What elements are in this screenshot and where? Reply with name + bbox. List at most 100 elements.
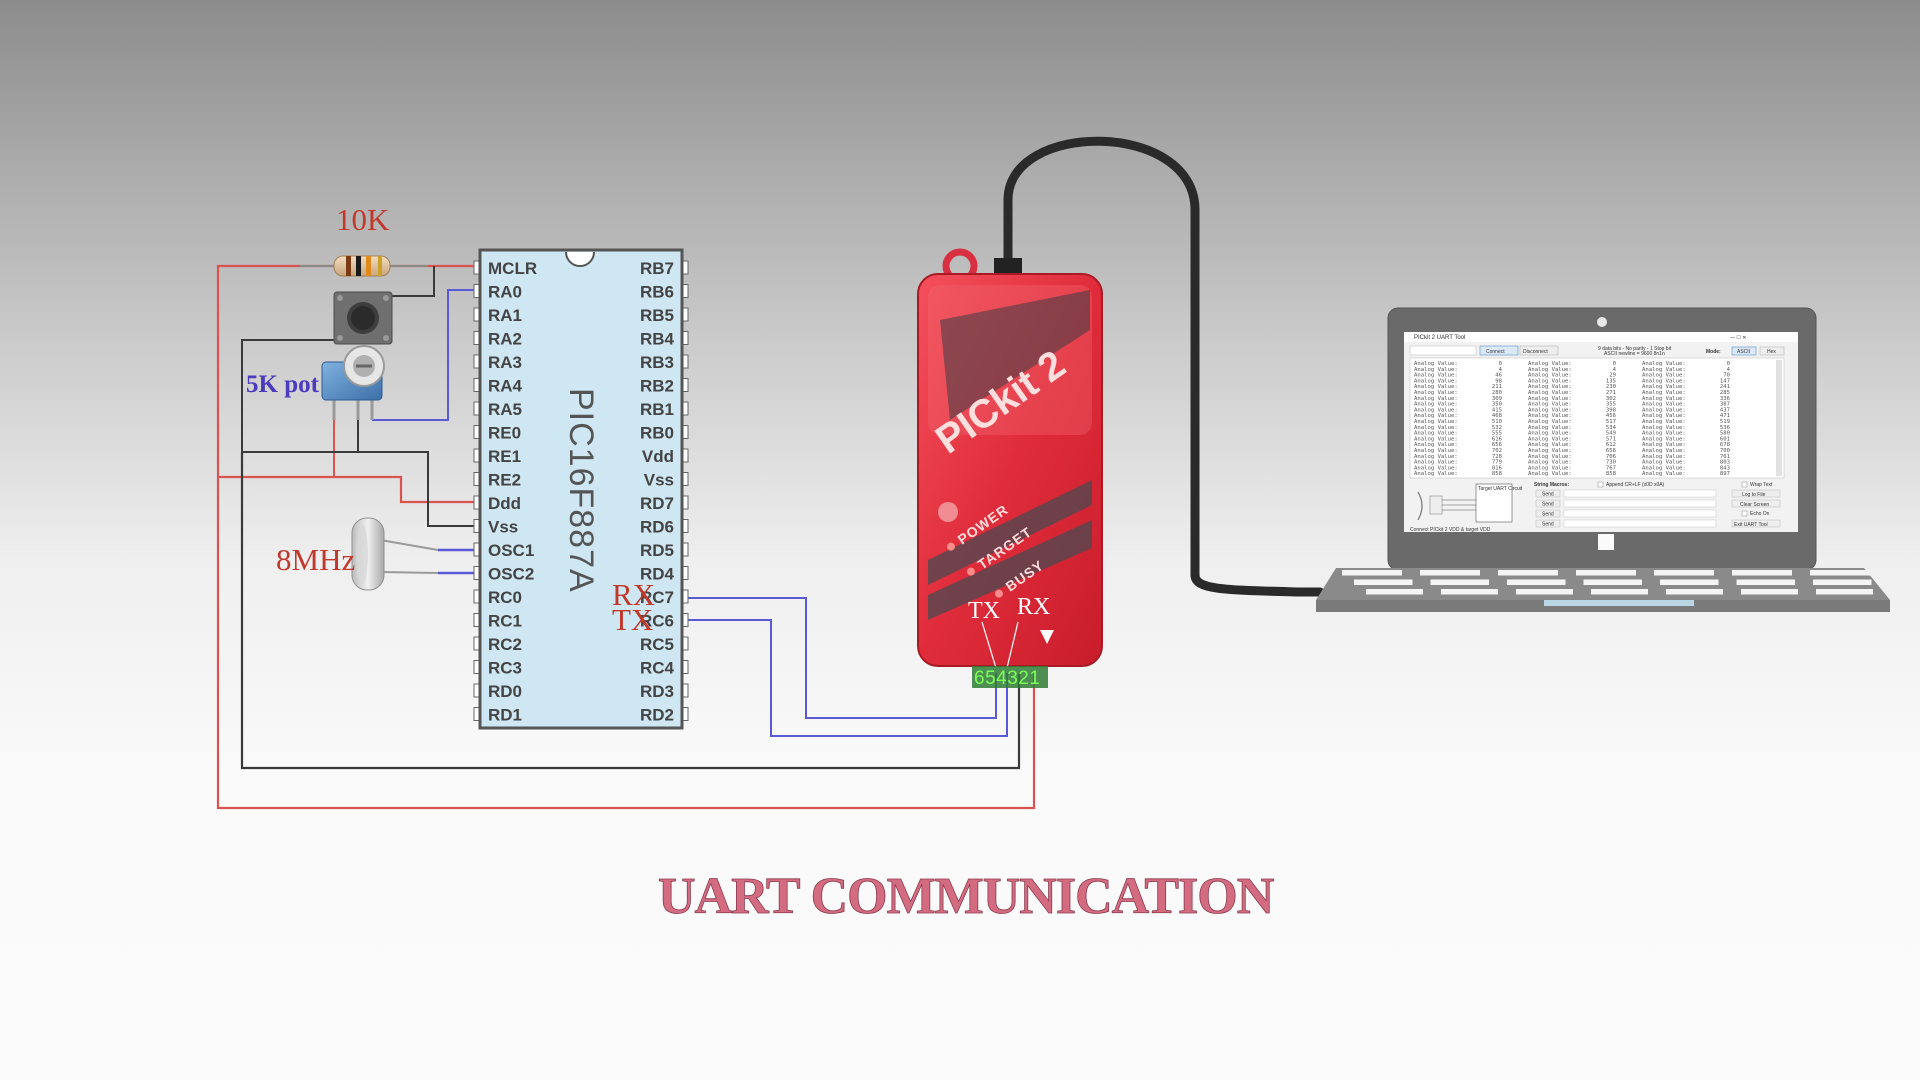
log-to-file-button[interactable]: Log to File <box>1731 489 1781 498</box>
right-pin-labels: RB7RB6RB5RB4RB3RB2RB1RB0VddVssRD7RD6RD5R… <box>640 259 675 725</box>
pin-label-right: RB6 <box>640 283 674 302</box>
wrap-text-checkbox[interactable] <box>1741 481 1748 488</box>
log-value: 536 <box>1720 425 1730 431</box>
exit-uart-tool-button[interactable]: Exit UART Tool <box>1731 519 1781 528</box>
pin-label-right: RC4 <box>640 659 675 678</box>
log-value: 678 <box>1720 442 1731 448</box>
log-label: Analog Value: <box>1642 390 1686 396</box>
log-value: 571 <box>1606 436 1616 442</box>
macro-input[interactable] <box>1563 489 1717 498</box>
pin-label-left: RA0 <box>488 283 522 302</box>
log-label: Analog Value: <box>1414 407 1458 413</box>
serial-settings-text-2: ASCII newline = 9600 8n1n <box>1604 351 1665 357</box>
macro-input[interactable] <box>1563 519 1717 528</box>
svg-text:Target UART Circuit: Target UART Circuit <box>1478 486 1523 492</box>
log-value: 437 <box>1720 407 1730 413</box>
uart-tool-title: PICkit 2 UART Tool <box>1414 335 1465 341</box>
keyboard-key <box>1660 579 1719 585</box>
mode-label: Mode: <box>1706 349 1721 355</box>
crystal-oscillator: 8MHz <box>276 517 439 591</box>
pin1-arrow-icon <box>1040 630 1054 644</box>
clear-screen-button[interactable]: Clear Screen <box>1731 499 1781 508</box>
macro-input[interactable] <box>1563 499 1717 508</box>
log-label: Analog Value: <box>1528 390 1572 396</box>
log-label: Analog Value: <box>1414 373 1458 379</box>
keyboard-key <box>1741 589 1798 595</box>
keyboard-key <box>1732 570 1792 576</box>
svg-text:Connect: Connect <box>1486 349 1505 355</box>
macro-input[interactable] <box>1563 509 1717 518</box>
wire-gnd-outer <box>240 452 1021 770</box>
pic-microcontroller: MCLRRA0RA1RA2RA3RA4RA5RE0RE1RE2DddVssOSC… <box>473 248 689 730</box>
macro-send-button[interactable]: Send <box>1535 499 1561 508</box>
log-value: 29 <box>1609 373 1616 379</box>
log-label: Analog Value: <box>1414 396 1458 402</box>
log-value: 285 <box>1720 390 1730 396</box>
macro-send-button[interactable]: Send <box>1535 519 1561 528</box>
disconnect-button[interactable]: Disconnect <box>1519 345 1559 356</box>
log-value: 767 <box>1606 465 1616 471</box>
macro-send-label: Send <box>1542 492 1554 498</box>
keyboard-key <box>1736 579 1795 585</box>
log-label: Analog Value: <box>1528 407 1572 413</box>
log-label: Analog Value: <box>1414 425 1458 431</box>
pin-label-left: RE2 <box>488 471 521 490</box>
pickit2-programmer: PICkit 2 POWER TARGET BUSY TX RX 654321 <box>917 248 1103 689</box>
log-value: 700 <box>1720 448 1730 454</box>
serial-settings-text: 9 data bits - No parity - 1 Stop bit <box>1598 346 1672 352</box>
echo-on-checkbox[interactable] <box>1741 510 1748 517</box>
macro-send-button[interactable]: Send <box>1535 489 1561 498</box>
mode-ascii-button[interactable]: ASCII <box>1731 346 1757 356</box>
keyboard-key <box>1666 589 1723 595</box>
pin-label-right: Vss <box>644 471 674 490</box>
usb-cable <box>994 136 1325 597</box>
log-value: 4 <box>1499 367 1503 373</box>
pin-label-left: RC1 <box>488 612 522 631</box>
keyboard-key <box>1810 570 1870 576</box>
keyboard-key <box>1354 579 1413 585</box>
log-value: 211 <box>1492 384 1502 390</box>
echo-on-label: Echo On <box>1750 511 1770 517</box>
log-value: 702 <box>1492 448 1502 454</box>
append-crlf-label: Append CR+LF (x0D x0A) <box>1606 482 1665 488</box>
wire-rc7-rx <box>688 597 997 719</box>
pin-label-left: RA1 <box>488 306 522 325</box>
log-label: Analog Value: <box>1642 407 1686 413</box>
log-label: Analog Value: <box>1528 471 1572 477</box>
pin-label-right: RD2 <box>640 706 674 725</box>
log-value: 309 <box>1492 396 1502 402</box>
log-value: 656 <box>1606 448 1616 454</box>
macro-send-label: Send <box>1542 522 1554 528</box>
pin-label-left: RA2 <box>488 330 522 349</box>
log-value: 336 <box>1720 396 1730 402</box>
mode-hex-button[interactable]: Hex <box>1759 346 1785 356</box>
log-value: 271 <box>1606 390 1616 396</box>
log-value: 241 <box>1720 384 1730 390</box>
macro-send-button[interactable]: Send <box>1535 509 1561 518</box>
keyboard-key <box>1507 579 1566 585</box>
log-value: 532 <box>1492 425 1502 431</box>
connect-button[interactable]: Connect <box>1479 345 1519 356</box>
log-label: Analog Value: <box>1642 460 1686 466</box>
pickit-pin-numbers: 654321 <box>974 668 1040 689</box>
log-value: 730 <box>1606 460 1616 466</box>
log-scrollbar[interactable] <box>1776 360 1782 476</box>
wire-vdd-ddd <box>218 475 474 504</box>
log-value: 355 <box>1606 402 1616 408</box>
keyboard-key <box>1816 589 1873 595</box>
log-value: 519 <box>1720 419 1730 425</box>
log-label: Analog Value: <box>1642 367 1686 373</box>
mcu-tx-label: TX <box>612 602 653 637</box>
append-crlf-checkbox[interactable] <box>1597 481 1604 488</box>
resistor-label: 10K <box>336 202 390 237</box>
pin-label-right: RD6 <box>640 518 674 537</box>
log-value: 858 <box>1492 471 1503 477</box>
wrap-text-label: Wrap Text <box>1750 482 1773 488</box>
log-value: 706 <box>1606 454 1616 460</box>
pin-label-right: RC7 <box>640 588 674 607</box>
diagram-title: UART COMMUNICATION <box>658 868 1274 925</box>
log-value: 471 <box>1720 413 1730 419</box>
log-value: 135 <box>1606 378 1616 384</box>
log-value: 302 <box>1606 396 1616 402</box>
